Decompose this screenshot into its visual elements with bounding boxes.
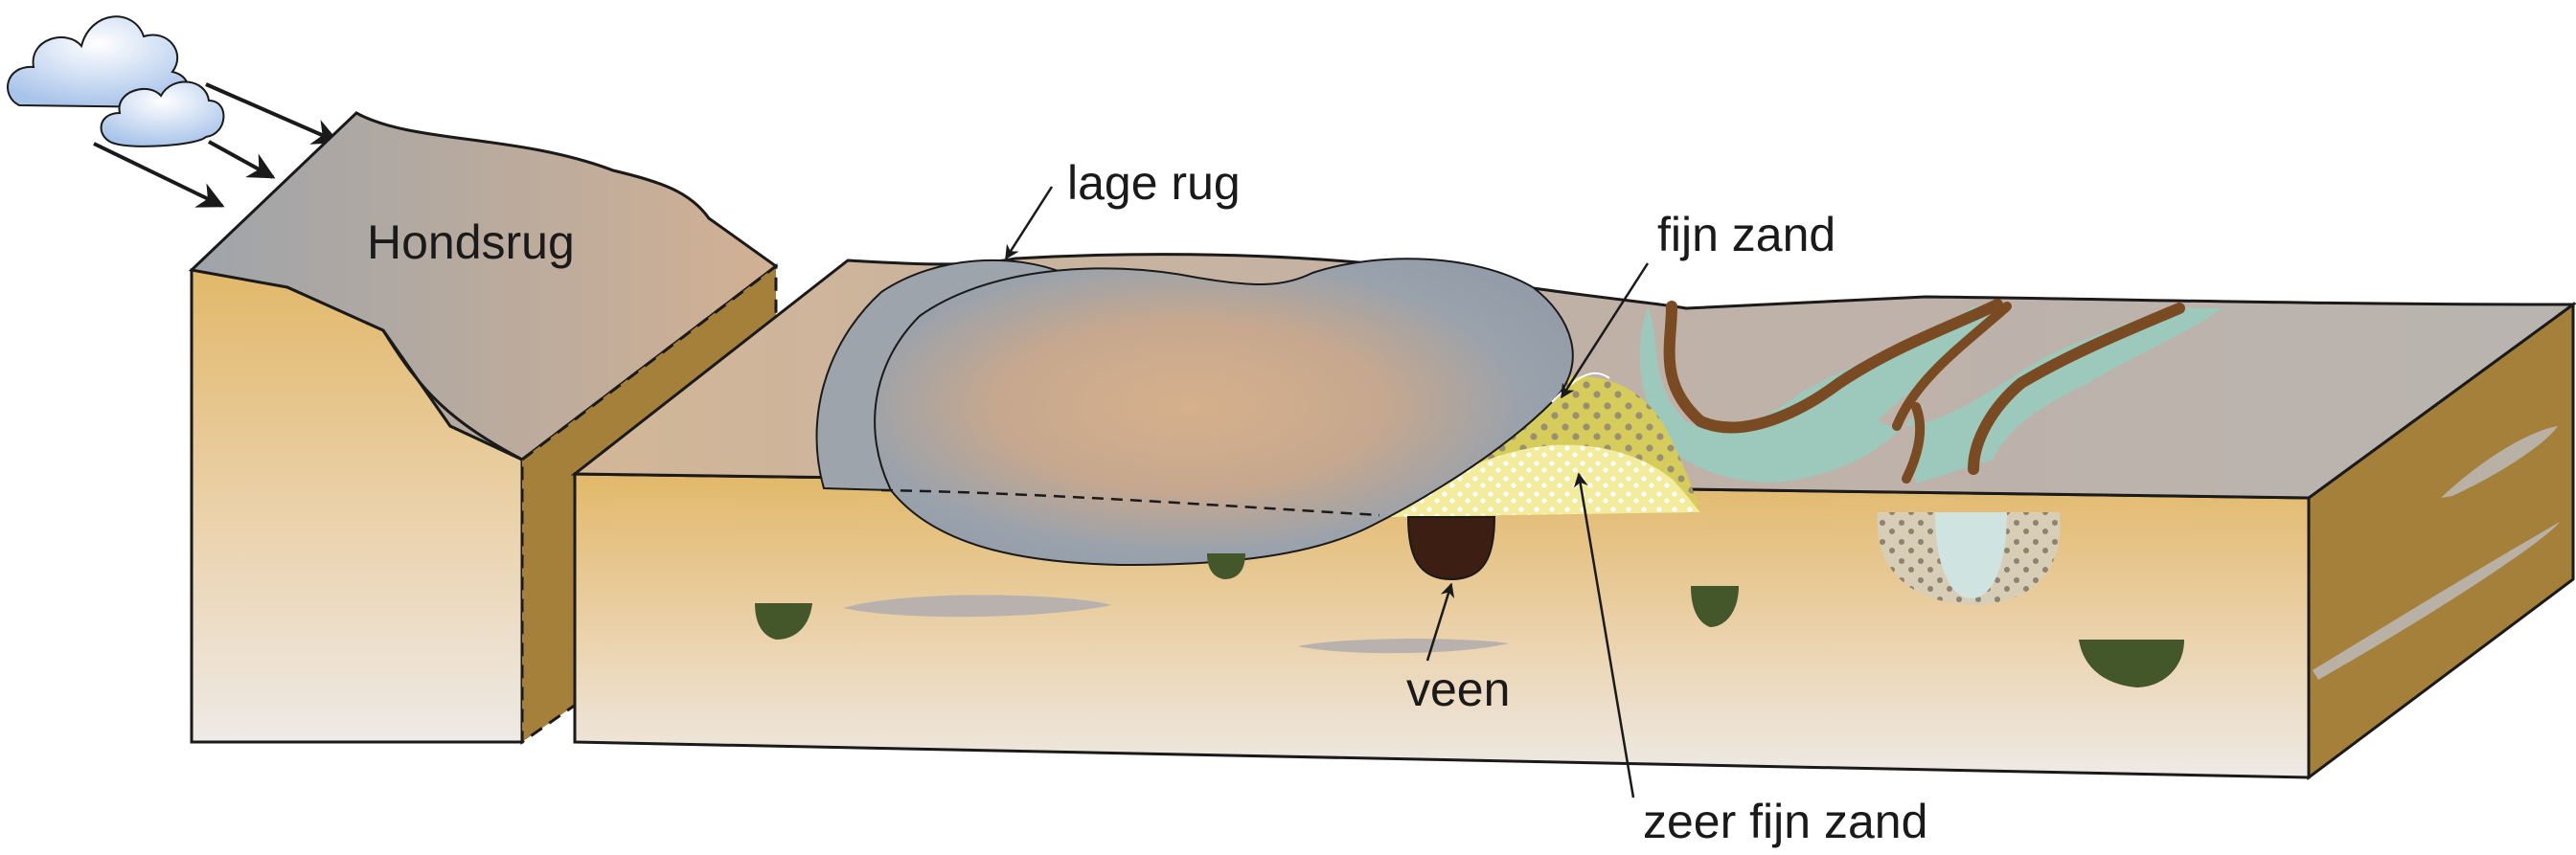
stream-channels [1639,299,2223,484]
vegetation-patches [755,553,2184,687]
wind-arrows [93,82,340,208]
label-hondsrug: Hondsrug [367,215,575,269]
cloud-icon [7,15,225,147]
peat-deposit [1406,516,1496,581]
label-lage-rug: lage rug [1067,156,1241,210]
hondsrug-top-surface [188,111,779,461]
very-fine-sand-deposit [1379,444,1700,517]
grey-lenses [843,595,1509,654]
main-block [570,253,2576,780]
label-fijn-zand: fijn zand [1657,208,1836,261]
pointer-veen [1425,582,1455,662]
wind-arrow-icon [205,82,340,145]
label-zeer-fijn-zand: zeer fijn zand [1643,795,1928,848]
pointer-zeer-fijn-zand [1573,472,1635,799]
label-pointers [1004,186,1650,799]
pointer-lage-rug [1004,186,1054,260]
parabolic-dune [874,258,1574,567]
label-veen: veen [1406,663,1511,716]
pointer-fijn-zand [1560,262,1650,399]
wind-arrow-icon [208,140,276,179]
wind-arrow-icon [93,142,225,208]
